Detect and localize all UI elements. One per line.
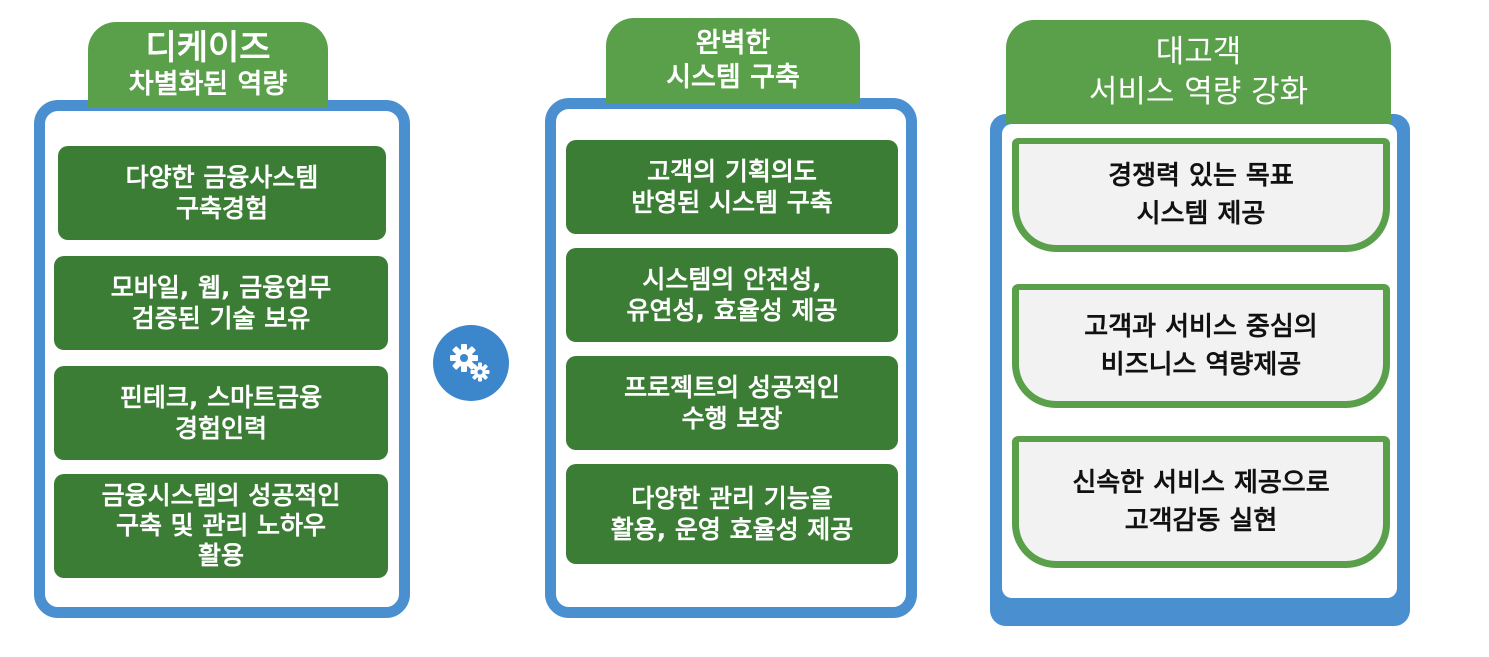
column-1-subtitle: 차별화된 역량 [128,69,288,100]
column-1-item-1: 다양한 금융사스템 구축경험 [58,146,386,240]
column-1-item-3: 핀테크, 스마트금융 경험인력 [54,366,388,460]
column-2-header: 완벽한 시스템 구축 [606,18,860,104]
column-1-title: 디케이즈 [145,28,271,68]
column-2-title: 완벽한 [695,28,771,59]
column-3-item-3: 신속한 서비스 제공으로 고객감동 실현 [1012,436,1390,568]
column-2-item-3: 프로젝트의 성공적인 수행 보장 [566,356,898,450]
column-3-item-2: 고객과 서비스 중심의 비즈니스 역량제공 [1012,284,1390,408]
column-1-item-4: 금융시스템의 성공적인 구축 및 관리 노하우 활용 [54,474,388,578]
column-1-header: 디케이즈 차별화된 역량 [88,22,328,108]
column-2-item-2: 시스템의 안전성, 유연성, 효율성 제공 [566,248,898,342]
column-1-item-2: 모바일, 웹, 금융업무 검증된 기술 보유 [54,256,388,350]
column-2-item-1: 고객의 기획의도 반영된 시스템 구축 [566,140,898,234]
column-2-item-4: 다양한 관리 기능을 활용, 운영 효율성 제공 [566,464,898,564]
gears-icon [433,325,509,401]
column-2-subtitle: 시스템 구축 [666,62,800,93]
column-3-header: 대고객 서비스 역량 강화 [1006,20,1391,124]
column-3-item-1: 경쟁력 있는 목표 시스템 제공 [1012,138,1390,252]
column-3-title: 대고객 [1155,34,1242,70]
column-3-subtitle: 서비스 역량 강화 [1088,74,1309,110]
